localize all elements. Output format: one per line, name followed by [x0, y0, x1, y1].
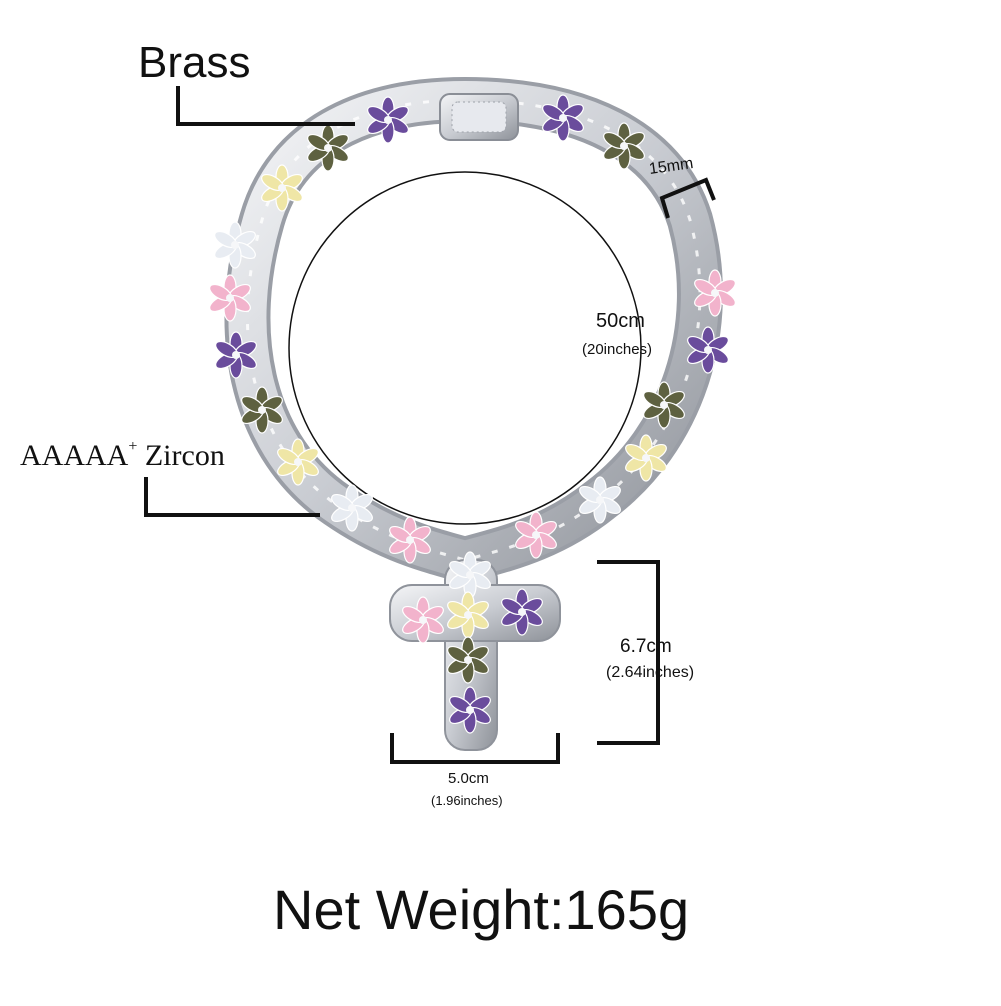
flower-gem [209, 274, 251, 322]
flower-gem [579, 476, 621, 524]
flower-gem [449, 686, 491, 734]
flower-gem [214, 221, 256, 269]
pendant-width-imperial-label: (1.96inches) [431, 793, 503, 808]
flower-gem [447, 591, 489, 639]
gem-center [232, 351, 240, 359]
flower-gem [603, 122, 645, 170]
flower-gem [694, 269, 736, 317]
gem-center [258, 406, 266, 414]
gem-center [660, 401, 668, 409]
length-label: 50cm [596, 310, 645, 332]
width-bracket [390, 733, 560, 764]
flower-gem [331, 484, 373, 532]
gem-center [324, 144, 332, 152]
gem-center [294, 458, 302, 466]
gem-center [596, 496, 604, 504]
gem-center [278, 184, 286, 192]
stone-label: AAAAA+ Zircon [20, 438, 225, 473]
gem-center [384, 116, 392, 124]
gem-center [226, 294, 234, 302]
gem-center [464, 656, 472, 664]
gem-center [711, 289, 719, 297]
flower-gem [643, 381, 685, 429]
height-bracket [597, 560, 660, 745]
flower-gem [261, 164, 303, 212]
flower-gem [241, 386, 283, 434]
brass-pointer [176, 86, 355, 126]
flower-gem [447, 636, 489, 684]
gem-center [419, 616, 427, 624]
flower-gem [277, 438, 319, 486]
pendant-width-label: 5.0cm [448, 770, 489, 787]
flower-gem [389, 516, 431, 564]
material-label: Brass [138, 38, 251, 87]
flower-gem [687, 326, 729, 374]
gem-center [466, 571, 474, 579]
gem-center [406, 536, 414, 544]
stone-name: Zircon [137, 439, 225, 472]
pendant-height-label: 6.7cm [620, 636, 672, 657]
flower-gem [402, 596, 444, 644]
length-imperial-label: (20inches) [582, 341, 653, 358]
gem-center [642, 454, 650, 462]
gem-center [231, 241, 239, 249]
flower-gem [625, 434, 667, 482]
flower-gem [501, 588, 543, 636]
gem-center [620, 142, 628, 150]
gem-center [466, 706, 474, 714]
gem-center [464, 611, 472, 619]
flower-gem [215, 331, 257, 379]
flower-gem [542, 94, 584, 142]
flower-gem [449, 551, 491, 599]
gem-center [559, 114, 567, 122]
flower-gem [367, 96, 409, 144]
gem-center [704, 346, 712, 354]
stone-grade-plus: + [128, 438, 138, 455]
zircon-pointer [144, 477, 320, 517]
gem-center [518, 608, 526, 616]
gem-center [532, 531, 540, 539]
flower-gem [515, 511, 557, 559]
pendant-height-imperial-label: (2.64inches) [606, 664, 695, 681]
gem-center [348, 504, 356, 512]
stone-grade: AAAAA [20, 439, 129, 472]
inner-circle [288, 171, 642, 525]
net-weight-label: Net Weight:165g [273, 878, 690, 941]
flower-gem [307, 124, 349, 172]
link-width-bracket [659, 177, 716, 219]
